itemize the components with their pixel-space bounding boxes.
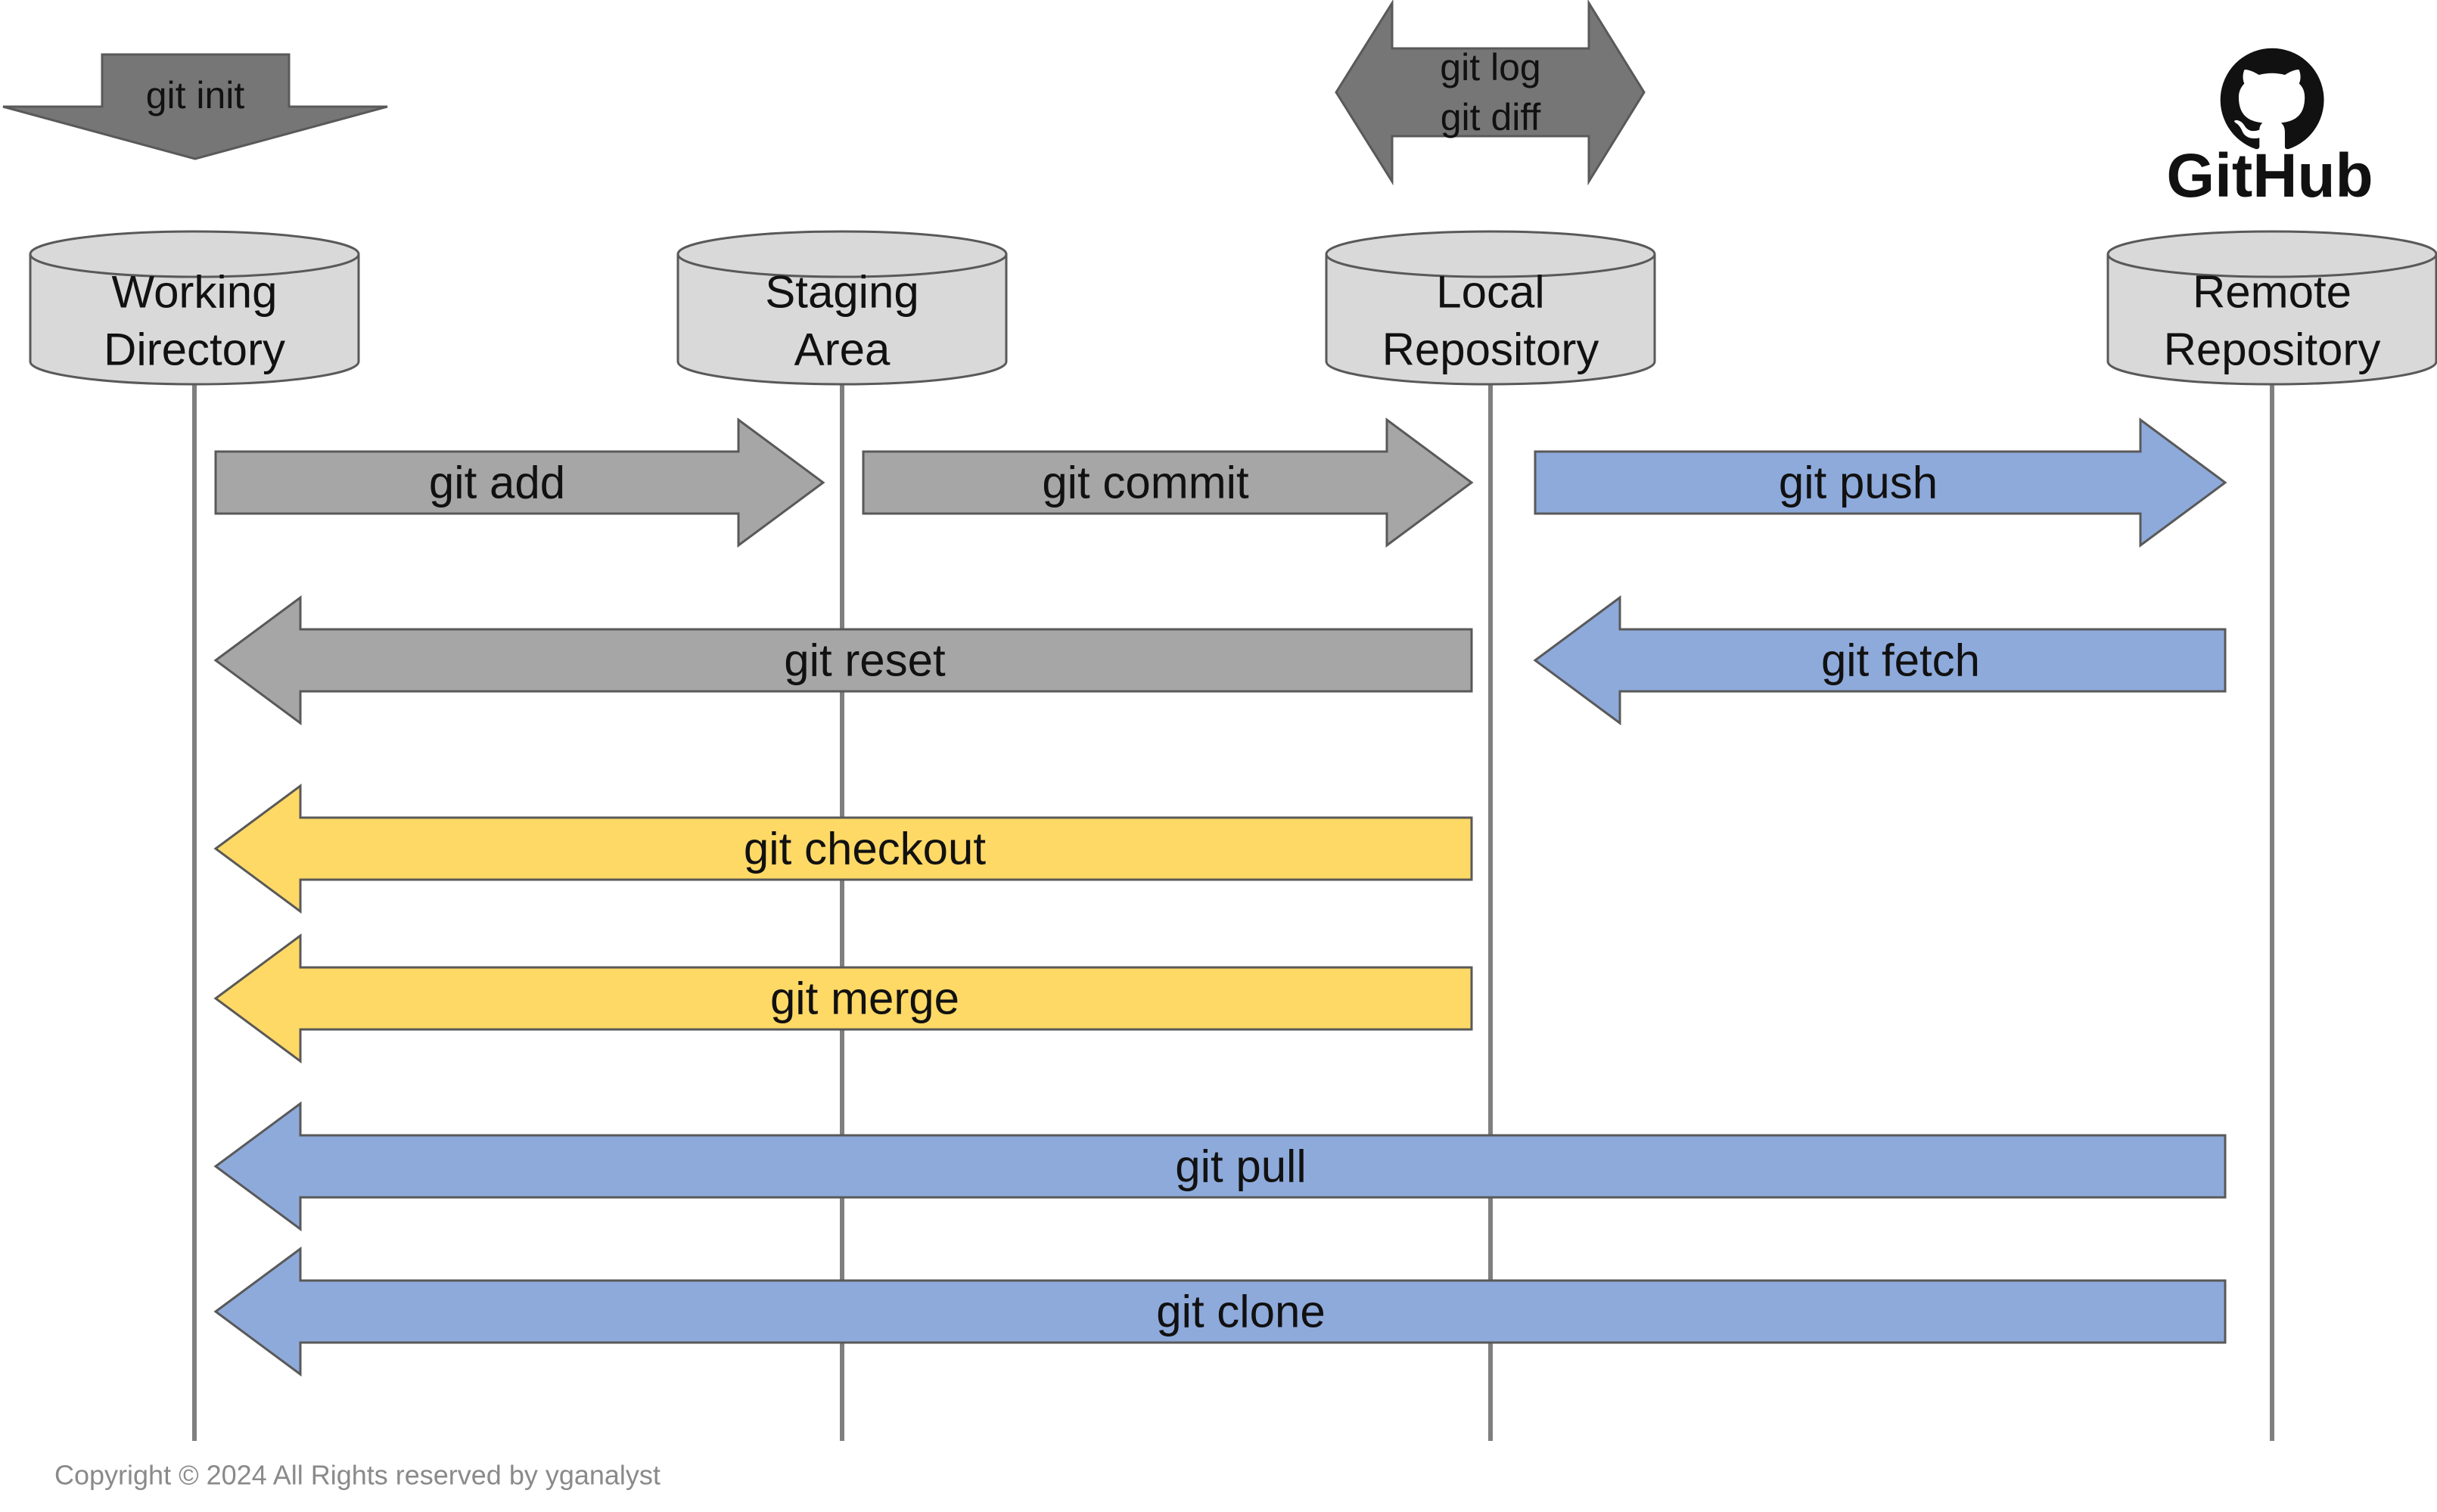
area-working-directory: Working Directory: [29, 230, 360, 386]
lifelines: [192, 382, 2274, 1441]
copyright-footer: Copyright © 2024 All Rights reserved by …: [54, 1460, 661, 1491]
git-push-label: git push: [1779, 458, 1938, 508]
git-clone-label: git clone: [1156, 1287, 1325, 1337]
git-merge-arrow: git merge: [213, 933, 1473, 1063]
git-checkout-arrow: git checkout: [213, 784, 1473, 914]
git-log-diff-arrow: git log git diff: [1335, 0, 1646, 186]
git-merge-label: git merge: [770, 973, 959, 1024]
git-commit-label: git commit: [1042, 458, 1249, 508]
git-clone-arrow: git clone: [213, 1247, 2227, 1377]
git-init-label: git init: [146, 74, 245, 116]
area-local-repository-line1: Local: [1436, 267, 1544, 318]
area-staging-area-line1: Staging: [765, 267, 919, 318]
git-pull-arrow: git pull: [213, 1101, 2227, 1231]
area-working-directory-line1: Working: [112, 267, 278, 318]
git-diff-label: git diff: [1441, 96, 1541, 138]
git-pull-label: git pull: [1175, 1141, 1306, 1192]
area-remote-repository-line2: Repository: [2164, 324, 2381, 375]
area-working-directory-line2: Directory: [104, 324, 285, 375]
github-logo-text: GitHub: [2166, 141, 2373, 210]
area-remote-repository-line1: Remote: [2193, 267, 2352, 318]
git-checkout-label: git checkout: [744, 824, 987, 874]
git-reset-label: git reset: [784, 635, 946, 686]
area-local-repository-line2: Repository: [1382, 324, 1599, 375]
git-add-arrow: git add: [214, 418, 825, 548]
area-staging-area-line2: Area: [794, 324, 891, 375]
git-push-arrow: git push: [1534, 418, 2227, 548]
git-reset-arrow: git reset: [213, 595, 1473, 725]
github-octocat-icon: [2220, 48, 2324, 150]
area-local-repository: Local Repository: [1325, 230, 1656, 386]
git-fetch-arrow: git fetch: [1533, 595, 2227, 725]
area-remote-repository: Remote Repository: [2106, 230, 2437, 386]
git-commit-arrow: git commit: [862, 418, 1474, 548]
git-fetch-label: git fetch: [1821, 635, 1980, 686]
git-init-arrow: git init: [2, 53, 388, 160]
github-logo: GitHub: [2166, 48, 2373, 210]
git-log-label: git log: [1440, 46, 1540, 88]
area-staging-area: Staging Area: [676, 230, 1008, 386]
git-add-label: git add: [429, 458, 565, 508]
